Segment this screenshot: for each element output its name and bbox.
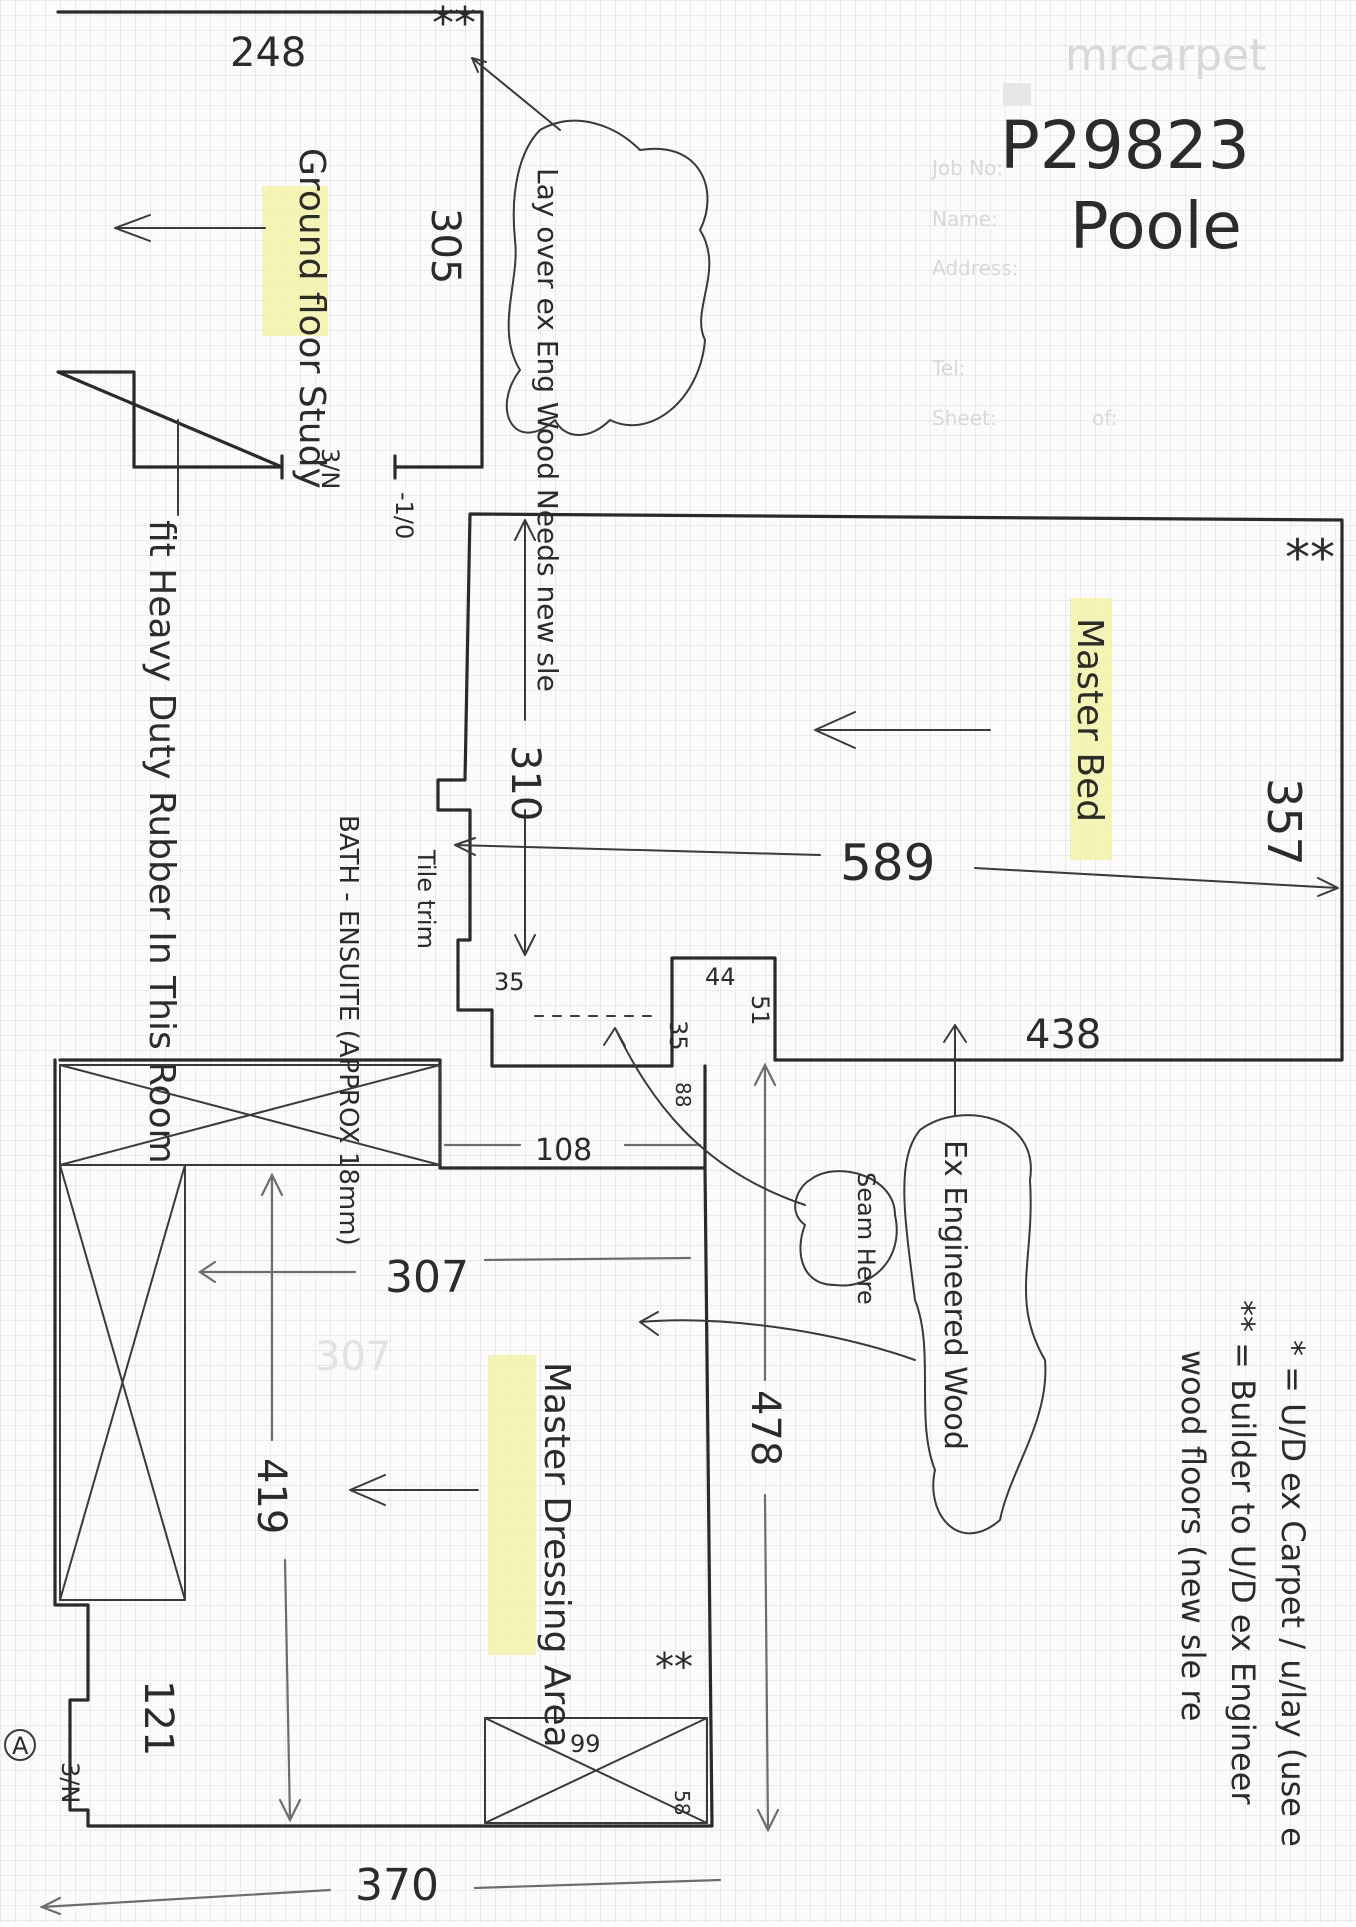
faint-dim-ghost: 307 [315,1334,391,1380]
wardrobe-bottom [484,1717,708,1824]
dressing-room-label: Master Dressing Area [536,1362,577,1748]
study-outline [56,10,484,469]
room-master-dressing: 99 58 108 307 307 419 478 370 121 Master… [4,1058,788,1916]
study-note-bubble: Lay over ex Eng Wood Needs new sle [471,57,711,692]
legend: * = U/D ex Carpet / u/lay (use e ** = Bu… [1174,1300,1312,1847]
room-master-bed: 310 589 357 438 Master Bed ** Tile trim [412,512,1344,1068]
wardrobe-left-cross-b [59,1164,186,1601]
heavy-duty-note: fit Heavy Duty Rubber In This Room [141,520,182,1164]
seam-bubble-pointer [603,1027,806,1206]
form-field-address: Address: [932,256,1018,280]
seam-bubble-outline [794,1170,898,1287]
seam-bubble-text: Seam Here [852,1172,880,1305]
bubble-outline [505,119,711,436]
bubble-text: Lay over ex Eng Wood Needs new sle [531,168,564,692]
dressing-height-right-label: 478 [742,1390,788,1466]
room-study: 248 305 Ground floor Study ** 3/N -1/0 [56,0,484,539]
form-field-tel: Tel: [931,356,965,380]
ex-engineered-bubble: Ex Engineered Wood [639,1024,1047,1535]
master-bed-length-arrow [454,837,1339,897]
ex-engineered-pointer-up [943,1024,967,1116]
study-room-label: Ground floor Study [291,148,332,489]
legend-double-star-cont: wood floors (new sle re [1174,1350,1212,1721]
dressing-label-highlight-a [488,1355,536,1655]
form-field-sheet: Sheet: [932,406,997,430]
master-bed-double-star: ** [1285,529,1335,587]
master-bed-height-label: 310 [502,745,548,821]
form-field-job: Job No: [930,156,1003,180]
study-threshold-note: -1/0 [390,492,418,539]
study-door-note: 3/N [316,448,344,489]
dressing-bottom-arrow [39,1878,722,1916]
dressing-bottom-label: 370 [355,1860,439,1911]
master-bed-width-label: 357 [1257,778,1311,866]
customer-name: Poole [1070,190,1242,264]
dressing-double-star: ** [655,1645,693,1689]
gap-label: 108 [535,1133,592,1168]
wardrobe-top-cross-b [59,1064,441,1166]
dressing-pile-arrow [349,1474,479,1506]
wardrobe-bottom-cross-b [484,1717,708,1824]
dim-51: 51 [746,995,774,1026]
form-field-of: of: [1092,406,1117,430]
dim-35-left: 35 [494,968,525,996]
dressing-outline [53,1058,714,1828]
study-pile-arrow [114,214,266,242]
master-bed-height-arrow [514,519,536,956]
study-width-label: 248 [230,30,306,76]
dim-44: 44 [705,963,736,991]
seam-here-bubble: Seam Here [603,1027,898,1305]
form-logo-mark [1003,83,1031,105]
master-bed-pile-arrow [814,711,991,749]
master-bed-outline [436,512,1344,1068]
bath-ensuite-label: BATH - ENSUITE (APPROX 18mm) [333,815,363,1246]
study-depth-label: 305 [422,208,468,284]
job-reference: P29823 [1000,107,1250,184]
study-double-star: ** [432,0,476,49]
dressing-side-label: 121 [135,1680,181,1756]
dim-99: 99 [570,1730,601,1758]
bubble-pointer [471,57,561,131]
form-field-name: Name: [932,207,998,231]
wardrobe-top [59,1064,441,1166]
ex-engineered-pointer-left [639,1311,916,1361]
dressing-height-left-label: 419 [248,1458,294,1534]
dressing-width-label: 307 [385,1252,469,1303]
marker-a-label: A [12,1732,29,1760]
brand-watermark: mrcarpet [1065,30,1266,81]
legend-double-star: ** = Builder to U/D ex Engineer [1224,1300,1262,1805]
master-bed-label-highlight [1070,598,1112,860]
printed-form: mrcarpet Job No: Name: Address: Tel: She… [930,30,1266,430]
bubble-pointer-head [471,57,487,73]
dressing-height-left-arrow [260,1172,302,1823]
master-bed-length-label: 589 [840,834,935,892]
master-bed-room-label: Master Bed [1069,618,1110,822]
master-bed-bottom-label: 438 [1025,1012,1101,1058]
dim-88: 88 [671,1082,695,1107]
dim-35-right: 35 [664,1020,692,1051]
wardrobe-left [59,1164,186,1601]
dressing-height-right-arrow [753,1062,780,1833]
ex-engineered-text: Ex Engineered Wood [937,1140,972,1450]
study-label-highlight [262,186,328,336]
legend-single-star: * = U/D ex Carpet / u/lay (use e [1274,1340,1312,1847]
dressing-width-arrow [198,1256,692,1284]
ex-engineered-outline [903,1114,1047,1535]
dim-58: 58 [670,1790,694,1815]
marker-a-circle [4,1729,36,1761]
dressing-door-note: 3/N [56,1762,84,1803]
tile-trim-note: Tile trim [412,849,440,949]
